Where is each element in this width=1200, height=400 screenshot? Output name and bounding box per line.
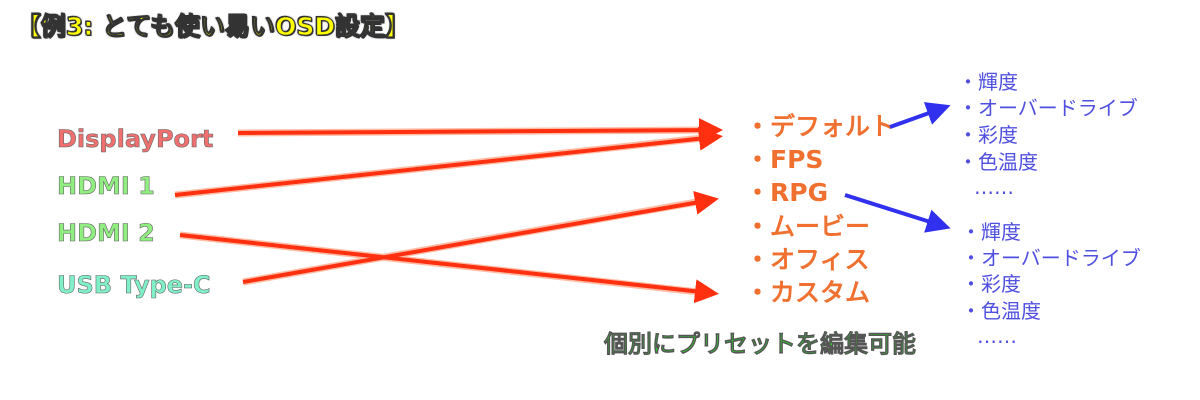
preset-office: ・オフィス [745, 245, 870, 274]
arrow-rpg-settings [844, 193, 951, 233]
setting-item: ・彩度 [961, 272, 1021, 296]
preset-custom: ・カスタム [745, 278, 871, 307]
page-title: 【例3: とても使い易いOSD設定】 [15, 12, 411, 41]
input-hdmi-1: HDMI 1 [57, 172, 155, 200]
preset-fps: ・FPS [745, 145, 824, 174]
setting-item: ・色温度 [958, 150, 1038, 174]
caption: 個別にプリセットを編集可能 [604, 330, 917, 358]
setting-item: ・彩度 [958, 123, 1018, 147]
arrow-default-settings [889, 102, 951, 129]
setting-item: ・オーバードライブ [961, 246, 1141, 270]
input-usb-type-c: USB Type-C [57, 271, 211, 299]
arrow-hdmi2-custom [179, 233, 719, 304]
arrow-usbc-rpg [242, 190, 719, 284]
setting-item: ・輝度 [961, 220, 1021, 244]
input-displayport: DisplayPort [57, 125, 214, 153]
setting-item: ・オーバードライブ [958, 96, 1138, 120]
preset-rpg: ・RPG [745, 178, 829, 207]
setting-ellipsis: …… [977, 324, 1017, 348]
input-hdmi-2: HDMI 2 [57, 219, 155, 247]
setting-item: ・輝度 [958, 70, 1018, 94]
setting-item: ・色温度 [961, 299, 1041, 323]
preset-movie: ・ムービー [745, 212, 871, 241]
preset-default: ・デフォルト [745, 112, 896, 141]
arrow-displayport-default [237, 118, 723, 143]
arrow-hdmi1-default [174, 126, 723, 197]
setting-ellipsis: …… [974, 175, 1014, 199]
